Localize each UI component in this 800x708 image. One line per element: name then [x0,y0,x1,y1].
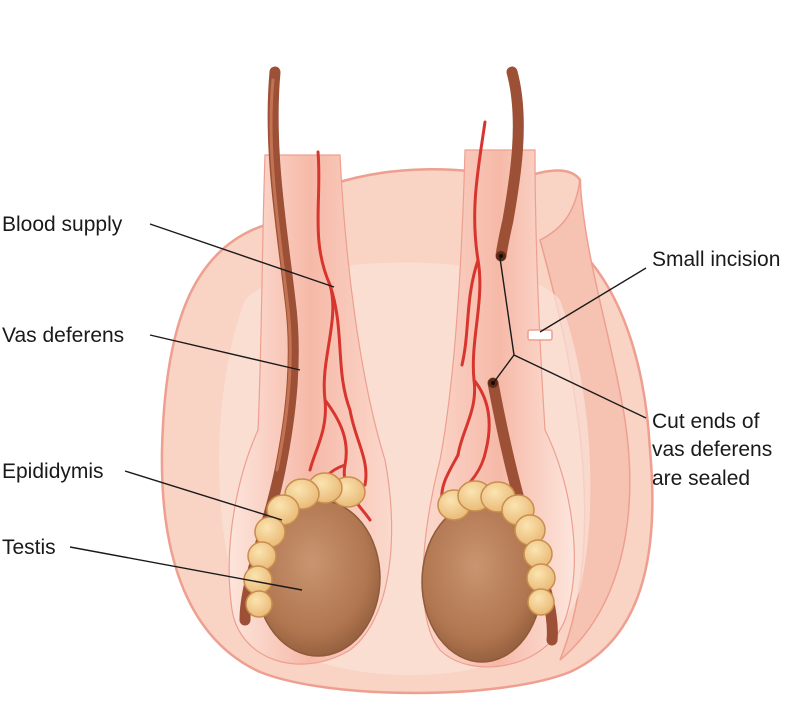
left-blood-supply [308,150,372,522]
label-cut-ends-line2: vas deferens [652,438,772,461]
leader-small-incision [539,267,647,333]
left-epididymis [243,472,366,618]
leader-lines [69,223,647,591]
leader-blood-supply [149,223,335,288]
leader-epididymis [124,470,283,521]
leader-vas-deferens [149,334,301,371]
label-cut-ends-line3: are sealed [652,467,750,490]
small-incision [527,329,553,341]
leader-cut-ends [513,354,647,419]
left-vas-highlight [269,78,292,472]
cut-end-upper-dot [499,254,503,258]
label-blood-supply: Blood supply [2,213,123,236]
right-vas-upper [495,66,524,262]
label-epididymis: Epididymis [2,460,104,483]
label-vas-deferens: Vas deferens [2,324,124,347]
leader-testis [69,546,303,591]
label-cut-ends-line1: Cut ends of [652,410,760,433]
label-testis: Testis [2,536,56,559]
label-small-incision: Small incision [652,248,780,271]
right-epididymis [437,480,556,616]
